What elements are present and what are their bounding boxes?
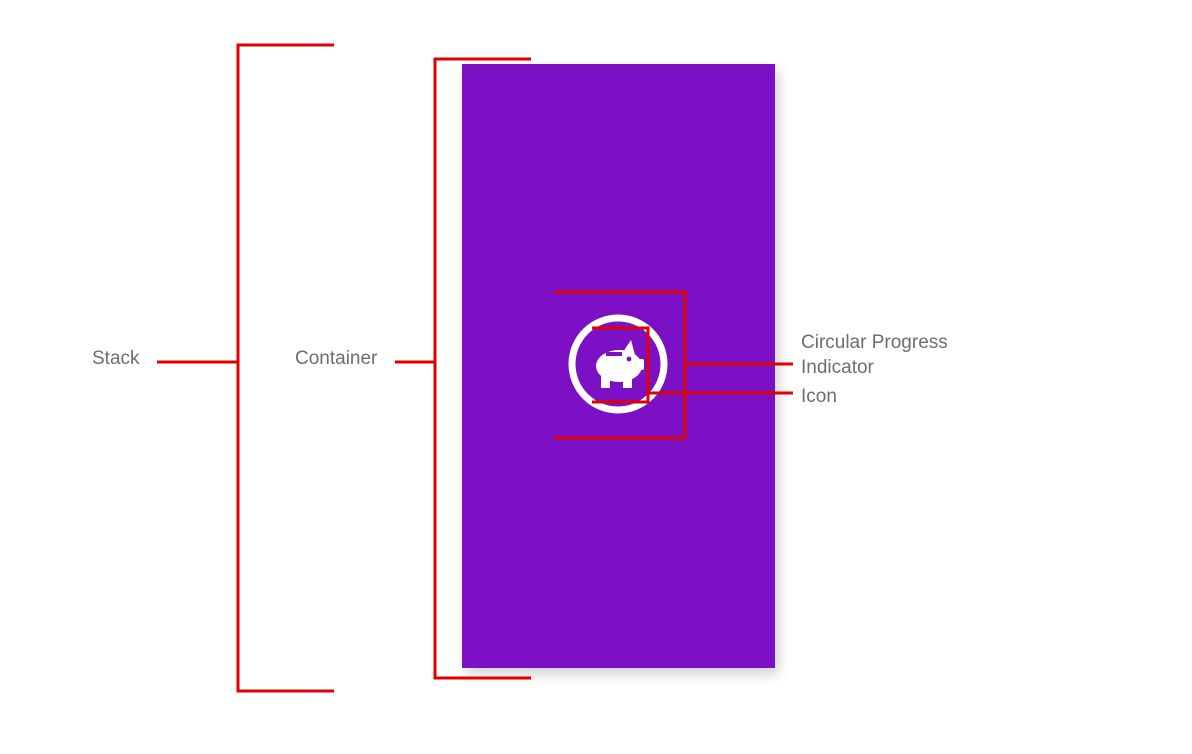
stack-label: Stack (92, 348, 140, 369)
progress-indicator-bracket (554, 290, 793, 440)
icon-bracket (592, 326, 793, 404)
container-bracket (395, 57, 531, 680)
stack-bracket (157, 43, 334, 693)
circular-progress-indicator-label: Circular Progress Indicator (801, 332, 948, 378)
icon-label: Icon (801, 386, 837, 407)
circular-progress-indicator (568, 314, 668, 414)
piggy-bank-icon (596, 340, 644, 388)
container-label: Container (295, 348, 378, 369)
